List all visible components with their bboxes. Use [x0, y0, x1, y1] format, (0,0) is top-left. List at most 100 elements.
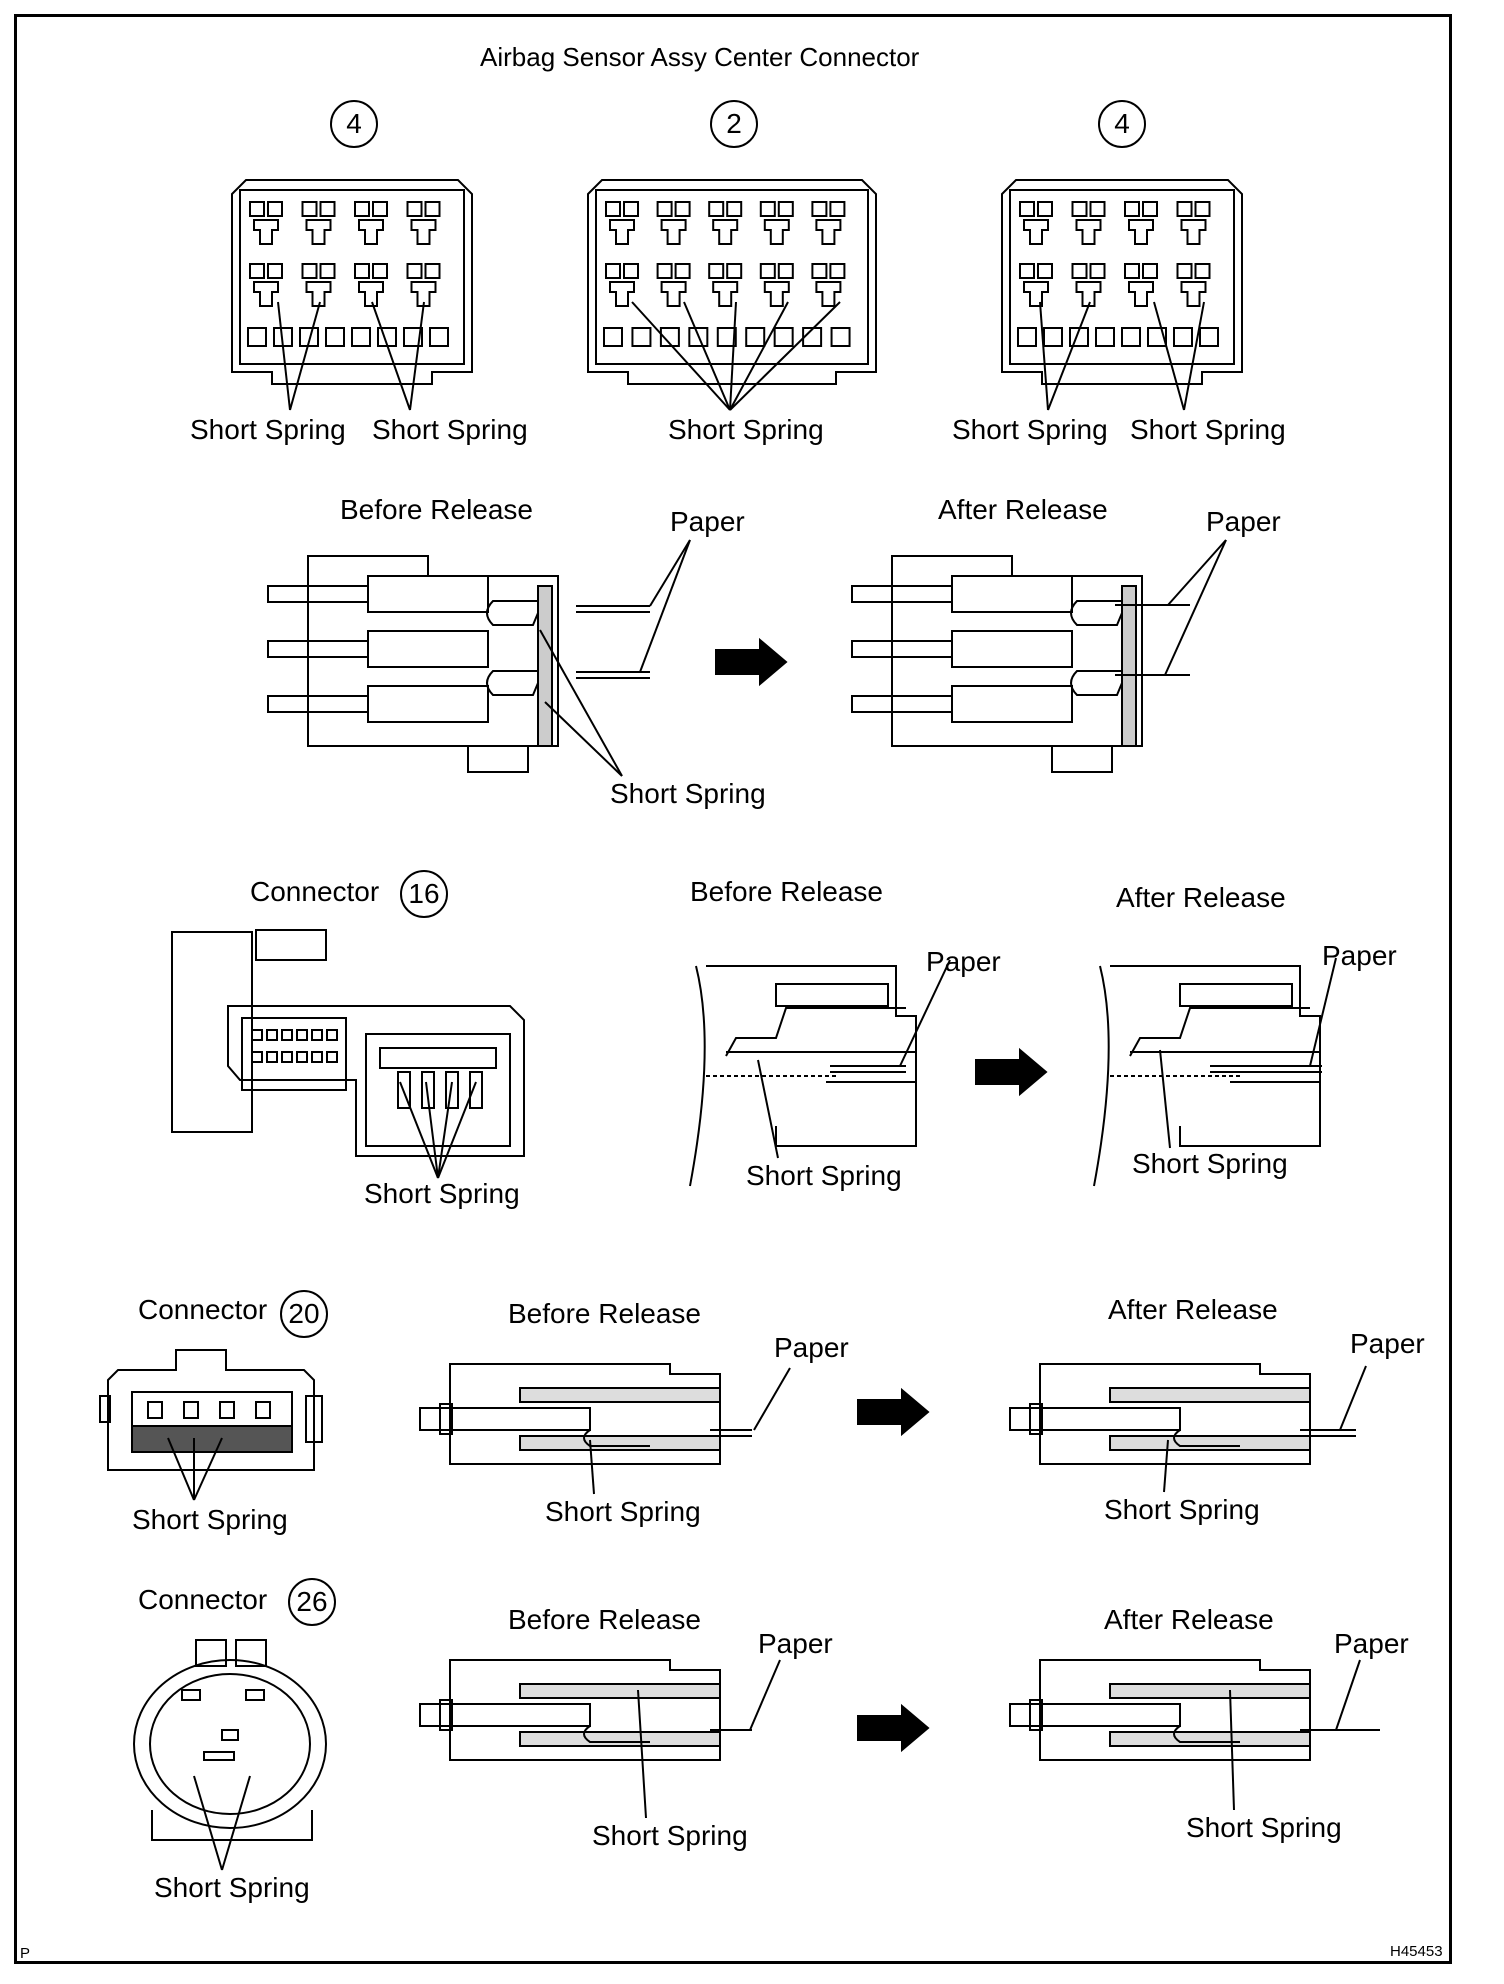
terminal-cell [1194, 201, 1211, 217]
terminal-pin [851, 585, 953, 603]
terminal-cell [1089, 263, 1106, 279]
paper-leader [639, 539, 691, 673]
short-spring-shape [1173, 1429, 1240, 1447]
terminal-pin [419, 1407, 591, 1431]
before-release-label: Before Release [508, 1604, 702, 1635]
terminal-cell [372, 201, 388, 217]
paper-leader [1167, 539, 1227, 606]
terminal-cell [301, 263, 318, 279]
short-spring-shape [410, 219, 437, 245]
cavity-wall [1109, 1731, 1311, 1747]
terminal-cell [1019, 201, 1035, 217]
spring-leader [1159, 1049, 1171, 1149]
paper-leader [749, 1659, 781, 1731]
short-spring-shape [763, 281, 790, 307]
short-spring-shape [1070, 670, 1129, 696]
housing-edge [537, 585, 553, 747]
leader-line [1047, 301, 1091, 411]
short-spring-label: Short Spring [372, 414, 528, 445]
footer-left-mark: P [20, 1945, 31, 1962]
terminal-cell [1071, 263, 1088, 279]
short-spring-shape [815, 219, 842, 245]
short-spring-label: Short Spring [668, 414, 824, 445]
housing-edge [1121, 585, 1137, 747]
diagram-frame [14, 14, 1452, 1964]
short-spring-shape [358, 219, 384, 245]
connector16-socket [365, 1033, 511, 1147]
terminal-cell [656, 263, 673, 279]
terminal-stop [439, 1403, 453, 1435]
paper-label: Paper [670, 506, 745, 537]
terminal-cell [659, 327, 680, 347]
short-spring-label: Short Spring [364, 1178, 520, 1209]
terminal-cell [1095, 327, 1115, 347]
before-release-row2-latch [467, 745, 529, 773]
terminal-cell [351, 327, 371, 347]
short-spring-shape [815, 281, 842, 307]
connector26-tab [195, 1639, 227, 1667]
terminal-cell [1194, 263, 1211, 279]
short-spring-label: Short Spring [1104, 1494, 1260, 1525]
terminal-cell [247, 327, 267, 347]
short-spring-shape [1075, 281, 1102, 307]
leader-line [683, 301, 731, 411]
terminal-cell [249, 201, 265, 217]
terminal-cell [354, 201, 370, 217]
cavity-wall [1109, 1683, 1311, 1699]
leader-line [409, 301, 425, 411]
terminal-cell [1142, 263, 1158, 279]
paper-label: Paper [1334, 1628, 1409, 1659]
connector26-inner [149, 1673, 311, 1815]
paper-leader [1335, 1659, 1361, 1731]
terminal-pin [267, 640, 369, 658]
break-line [1093, 965, 1110, 1187]
terminal-cell [830, 327, 851, 347]
connector-number-2: 2 [710, 100, 758, 148]
after-release-row5 [1039, 1659, 1311, 1761]
after-release-row2-latch [1051, 745, 1113, 773]
terminal-cell [773, 327, 794, 347]
connector20-springs [131, 1425, 293, 1453]
connector16-tab [255, 929, 327, 961]
connector-number-20: 20 [280, 1290, 328, 1338]
terminal-cell [267, 263, 283, 279]
terminal-cell [266, 1029, 278, 1041]
cavity-wall [367, 575, 489, 613]
terminal-cell [445, 1071, 459, 1109]
short-spring-shape [712, 219, 739, 245]
terminal-cell [469, 1071, 483, 1109]
leader-line [729, 301, 841, 411]
short-spring-shape [253, 281, 279, 307]
terminal-cell [811, 201, 828, 217]
cavity-wall [1109, 1435, 1311, 1451]
terminal-cell [403, 327, 423, 347]
terminal-cell [421, 1071, 435, 1109]
terminal-cell [745, 327, 766, 347]
terminal-cell [603, 327, 623, 347]
terminal-cell [424, 263, 441, 279]
leader-line [1039, 301, 1049, 411]
terminal-cell [319, 201, 336, 217]
terminal-cell [181, 1689, 201, 1701]
connector-label: Connector [250, 876, 380, 907]
spring-leader [544, 701, 623, 777]
terminal-cell [147, 1401, 163, 1419]
short-spring-label: Short Spring [952, 414, 1108, 445]
leader-line [1153, 301, 1185, 411]
spring-leader [539, 629, 623, 777]
terminal-cell [299, 327, 319, 347]
spring-leader [437, 1081, 453, 1179]
short-spring-shape [1023, 219, 1049, 245]
terminal-cell [354, 263, 370, 279]
short-spring-shape [1180, 281, 1207, 307]
terminal-cell [1124, 201, 1140, 217]
connector-number-4-right: 4 [1098, 100, 1146, 148]
terminal-cell [1173, 327, 1193, 347]
terminal-pin [851, 695, 953, 713]
cavity-wall [367, 630, 489, 668]
terminal-cell [251, 1051, 263, 1063]
spring-leader [167, 1437, 195, 1501]
terminal-cell [1089, 201, 1106, 217]
terminal-pin [851, 640, 953, 658]
terminal-cell [726, 263, 743, 279]
